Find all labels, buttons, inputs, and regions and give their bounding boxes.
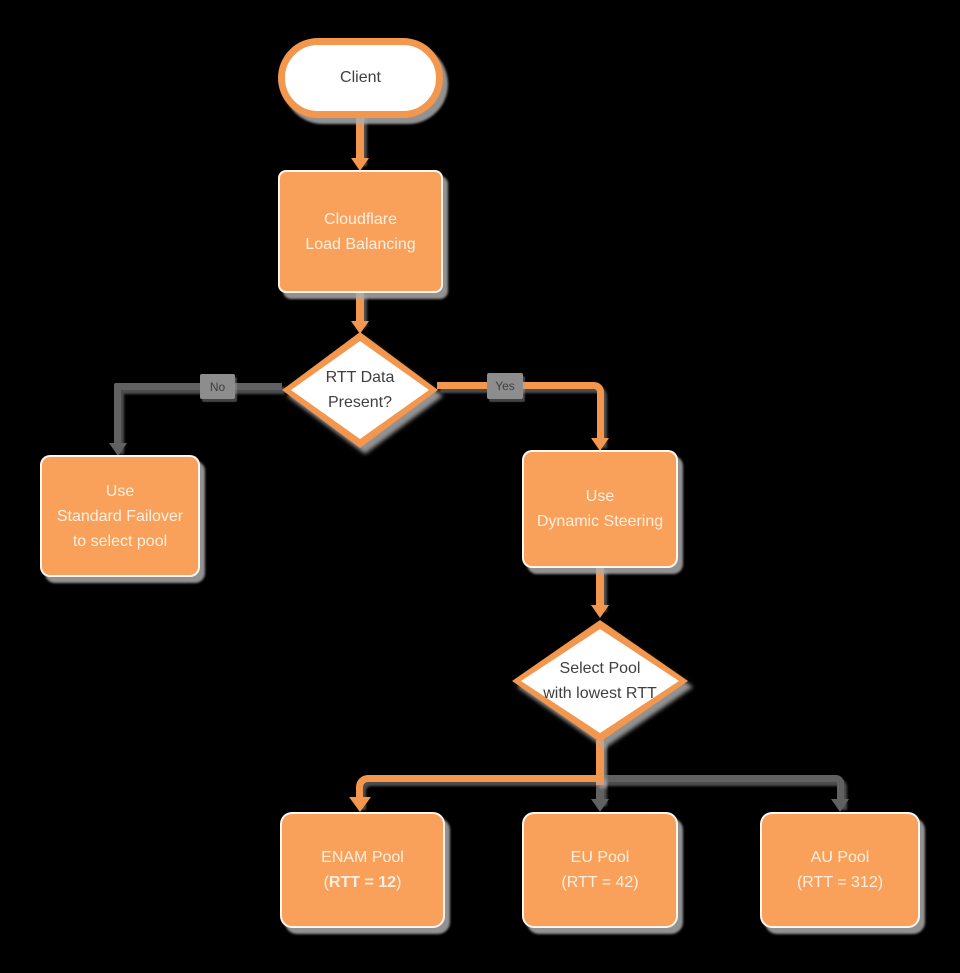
node-select-pool: Select Pool with lowest RTT	[512, 620, 688, 742]
eu-line1: EU Pool	[570, 849, 630, 866]
arrowhead-rtt-decision	[351, 321, 369, 334]
enam-rtt-value: RTT = 12	[328, 874, 397, 891]
failover-line3: to select pool	[72, 532, 168, 550]
connector-select-enam-stub	[596, 740, 604, 785]
enam-paren-open: (	[323, 874, 329, 891]
connector-clb-rtt	[356, 291, 364, 323]
eu-line2: (RTT = 42)	[561, 874, 639, 891]
connector-ds-selectpool	[596, 566, 604, 608]
select-pool-line1: Select Pool	[559, 660, 641, 677]
failover-line1: Use	[105, 482, 135, 500]
select-pool-diamond-label: Select Pool with lowest RTT	[512, 620, 688, 742]
node-standard-failover: Use Standard Failover to select pool	[40, 455, 200, 577]
node-enam-pool: ENAM Pool (RTT = 12)	[280, 812, 445, 928]
arrowhead-dynamic-steering	[591, 438, 609, 451]
au-line1: AU Pool	[810, 849, 870, 866]
edge-label-yes: Yes	[487, 373, 523, 399]
arrowhead-select-pool	[591, 605, 609, 618]
node-clb-line2: Load Balancing	[305, 235, 416, 253]
rtt-line2: Present?	[327, 394, 393, 411]
arrowhead-clb	[351, 158, 369, 171]
connector-no-branch	[114, 383, 282, 450]
rtt-diamond-label: RTT Data Present?	[282, 332, 438, 448]
connector-client-clb	[356, 112, 364, 162]
connector-select-enam	[356, 775, 604, 806]
node-client-label: Client	[340, 69, 381, 86]
enam-paren-close: )	[396, 874, 402, 891]
enam-line2: (RTT = 12)	[324, 870, 402, 895]
select-pool-line2: with lowest RTT	[543, 685, 657, 702]
steering-line1: Use	[585, 488, 615, 505]
steering-line2: Dynamic Steering	[536, 513, 664, 530]
arrowhead-enam-pool	[349, 797, 371, 812]
failover-line2: Standard Failover	[56, 507, 184, 525]
node-au-pool: AU Pool (RTT = 312)	[760, 812, 920, 928]
arrowhead-standard-failover	[109, 443, 127, 456]
enam-line1: ENAM Pool	[321, 849, 404, 866]
node-clb-line1: Cloudflare	[324, 210, 397, 228]
node-dynamic-steering: Use Dynamic Steering	[522, 450, 678, 568]
edge-label-yes-text: Yes	[495, 379, 515, 393]
node-rtt-data-present: RTT Data Present?	[282, 332, 438, 448]
edge-label-no-text: No	[209, 379, 226, 394]
arrowhead-au-pool	[831, 799, 849, 812]
node-client: Client	[278, 38, 443, 118]
edge-label-no: No	[200, 374, 235, 399]
connector-select-au	[600, 775, 844, 806]
node-eu-pool: EU Pool (RTT = 42)	[522, 812, 678, 928]
node-cloudflare-load-balancing: Cloudflare Load Balancing	[278, 170, 443, 293]
rtt-line1: RTT Data	[325, 369, 395, 386]
au-line2: (RTT = 312)	[796, 874, 884, 891]
